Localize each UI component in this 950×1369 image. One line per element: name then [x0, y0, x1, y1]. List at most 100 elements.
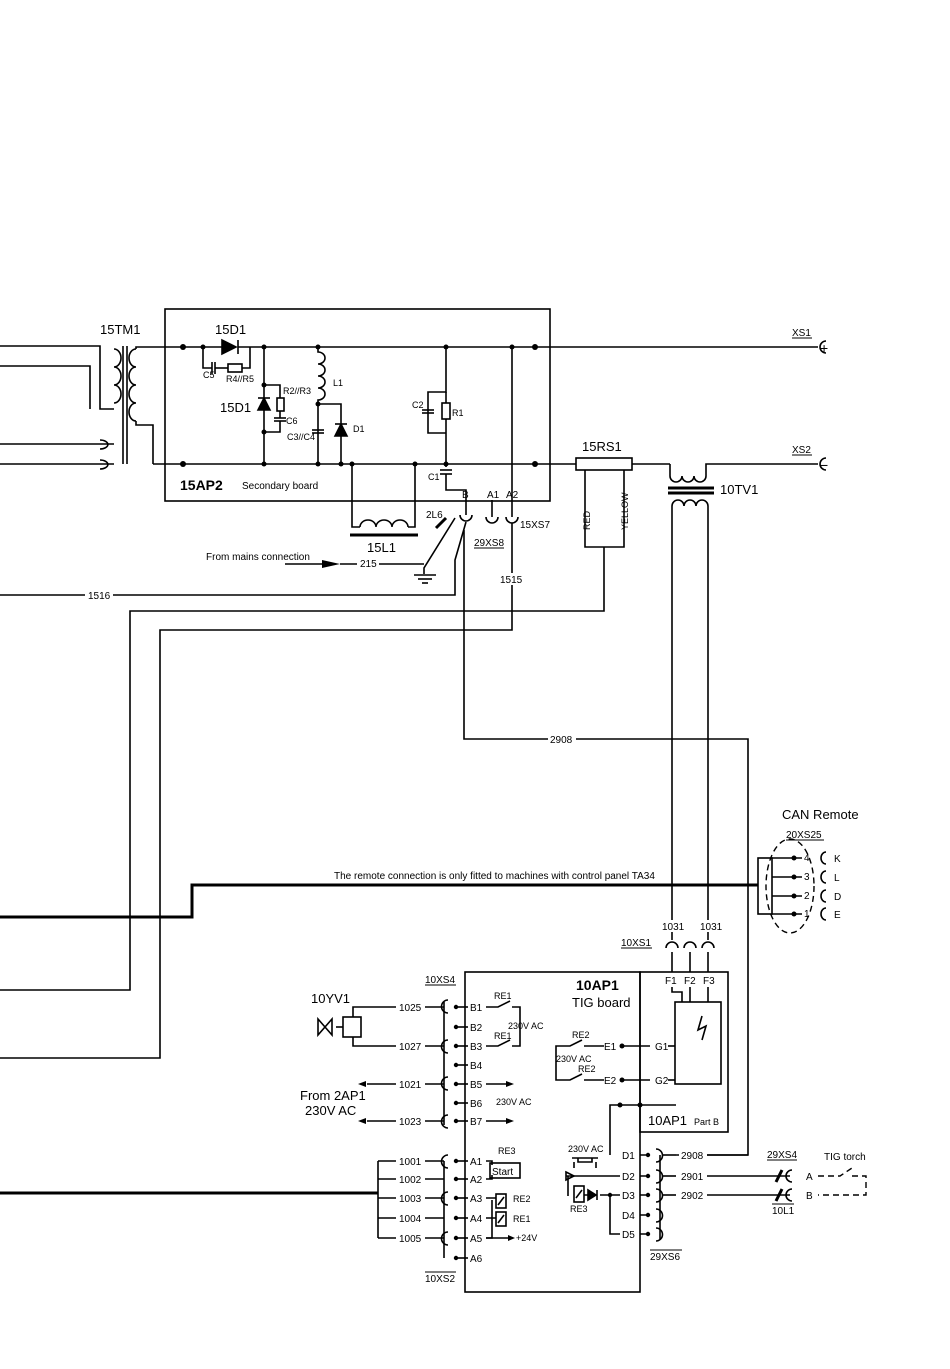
pin-b4: B4: [470, 1061, 483, 1072]
can-letter-d: D: [834, 892, 841, 903]
wire-215: 215: [360, 559, 377, 570]
board-15ap2: [164, 308, 551, 502]
connector-10xs1: 1031 1031 10XS1: [621, 920, 726, 972]
torch-pin-a: A: [806, 1172, 813, 1183]
relay-start: Start: [492, 1167, 513, 1178]
pin-b1: B1: [470, 1003, 483, 1014]
label-r4r5: R4//R5: [226, 374, 254, 384]
note-tig-torch: TIG torch: [824, 1152, 866, 1163]
pin-d5: D5: [622, 1230, 635, 1241]
wire-1021: 1021: [399, 1080, 422, 1091]
transformer-10tv1: 10TV1: [668, 463, 818, 940]
terminal-e2: E2: [604, 1076, 617, 1087]
label-r1: R1: [452, 408, 464, 418]
shunt-15rs1: 15RS1 RED YELLOW: [575, 439, 670, 548]
label-c5: C5: [203, 370, 215, 380]
terminal-g1: G1: [655, 1042, 669, 1053]
terminal-xs1: XS1: [792, 328, 811, 339]
terminal-2l6: 2L6: [426, 510, 443, 521]
terminal-e1: E1: [604, 1042, 617, 1053]
output-terminals: XS1 + XS2 −: [792, 328, 828, 473]
terminal-29xs4: 29XS4: [767, 1150, 797, 1161]
can-pin-1: 1: [804, 909, 810, 920]
relay-re2-a: RE2: [572, 1030, 590, 1040]
can-letter-e: E: [834, 910, 841, 921]
wire-1002: 1002: [399, 1175, 422, 1186]
wire-1003: 1003: [399, 1194, 422, 1205]
connector-10xs4: 10XS4 B1 B2 B3 B4 B5 B6 B7 RE1 RE1 230V …: [425, 975, 544, 1129]
can-remote: CAN Remote 20XS25 4 3 2 1 K L D E The re…: [0, 807, 859, 934]
inductor-15l1: 15L1: [350, 464, 418, 555]
label-15l1: 15L1: [367, 540, 396, 555]
terminal-xs1-sign: +: [820, 340, 828, 356]
label-r2r3: R2//R3: [283, 386, 311, 396]
pin-a6: A6: [470, 1254, 483, 1265]
label-c2: C2: [412, 400, 424, 410]
pin-a1: A1: [470, 1157, 483, 1168]
re3-coupler: 230V AC RE3: [565, 1144, 620, 1235]
label-10l1: 10L1: [772, 1206, 795, 1217]
hf-generator: F1 F2 F3 G1 G2 E1 E2 RE2 RE2 230V AC: [555, 976, 722, 1155]
label-l1: L1: [333, 378, 343, 388]
connectors-15xs7-29xs8: 15XS7 29XS8 2L6 215 From mains connectio…: [0, 510, 749, 1156]
note-from-2ap1: From 2AP1: [300, 1088, 366, 1103]
terminal-29xs8: 29XS8: [474, 538, 504, 549]
terminal-f3: F3: [703, 976, 715, 987]
note-mains: From mains connection: [206, 552, 310, 563]
pin-a5: A5: [470, 1234, 483, 1245]
can-letter-k: K: [834, 854, 841, 865]
pin-b2: B2: [470, 1023, 483, 1034]
label-15d1-top: 15D1: [215, 322, 246, 337]
terminal-20xs25: 20XS25: [786, 830, 822, 841]
board-10ap1-name: 10AP1: [576, 977, 619, 993]
terminal-b: B: [462, 490, 469, 501]
terminal-10xs2: 10XS2: [425, 1274, 455, 1285]
relay-230v-c: 230V AC: [496, 1097, 532, 1107]
wire-1027: 1027: [399, 1042, 422, 1053]
note-from-2ap1-voltage: 230V AC: [305, 1103, 356, 1118]
terminal-xs2: XS2: [792, 445, 811, 456]
board-10ap1-part-b: [639, 971, 729, 1133]
wire-2901: 2901: [681, 1172, 704, 1183]
label-c3c4: C3//C4: [287, 432, 315, 442]
wire-1516: 1516: [88, 591, 111, 602]
wire-2908: 2908: [681, 1151, 704, 1162]
terminal-f1: F1: [665, 976, 677, 987]
pin-d2: D2: [622, 1172, 635, 1183]
torch-pin-b: B: [806, 1191, 813, 1202]
pin-a3: A3: [470, 1194, 483, 1205]
relay-re3-b: RE3: [570, 1204, 588, 1214]
pin-b6: B6: [470, 1099, 483, 1110]
can-letter-l: L: [834, 873, 840, 884]
label-10yv1: 10YV1: [311, 991, 350, 1006]
wire-1001: 1001: [399, 1157, 422, 1168]
relay-re2-b: RE2: [578, 1064, 596, 1074]
board-10ap1: [464, 971, 641, 1293]
board-15ap2-desc: Secondary board: [242, 481, 318, 492]
wire-1025: 1025: [399, 1003, 422, 1014]
label-15d1-mid: 15D1: [220, 400, 251, 415]
pin-a4: A4: [470, 1214, 483, 1225]
label-d1: D1: [353, 424, 365, 434]
tig-torch-connector: 29XS4 10L1 A B TIG torch: [767, 1150, 867, 1217]
wire-2902: 2902: [681, 1191, 704, 1202]
relay-re1-b: RE1: [494, 1031, 512, 1041]
wire-1004: 1004: [399, 1214, 422, 1225]
terminal-10xs4: 10XS4: [425, 975, 455, 986]
wire-1515-top: 1515: [500, 575, 523, 586]
board-15ap2-name: 15AP2: [180, 477, 223, 493]
pin-d1: D1: [622, 1151, 635, 1162]
label-c1: C1: [428, 472, 440, 482]
connector-10xs2: 1001 1002 1003 1004 1005 A1 A2 A3 A4 A5: [0, 1146, 537, 1285]
relay-230v-b: 230V AC: [556, 1054, 592, 1064]
pin-b7: B7: [470, 1117, 483, 1128]
can-pin-4: 4: [804, 853, 810, 864]
connector-29xs6: D1 D2 D3 D4 D5 29XS6 2908 2901 2902: [622, 1148, 790, 1263]
board-10ap1-partb-suffix: Part B: [694, 1117, 719, 1127]
relay-re2-coil: RE2: [513, 1194, 531, 1204]
wire-1031-left: 1031: [662, 922, 685, 933]
terminal-g2: G2: [655, 1076, 669, 1087]
relay-re1-a: RE1: [494, 991, 512, 1001]
note-remote: The remote connection is only fitted to …: [334, 871, 655, 882]
